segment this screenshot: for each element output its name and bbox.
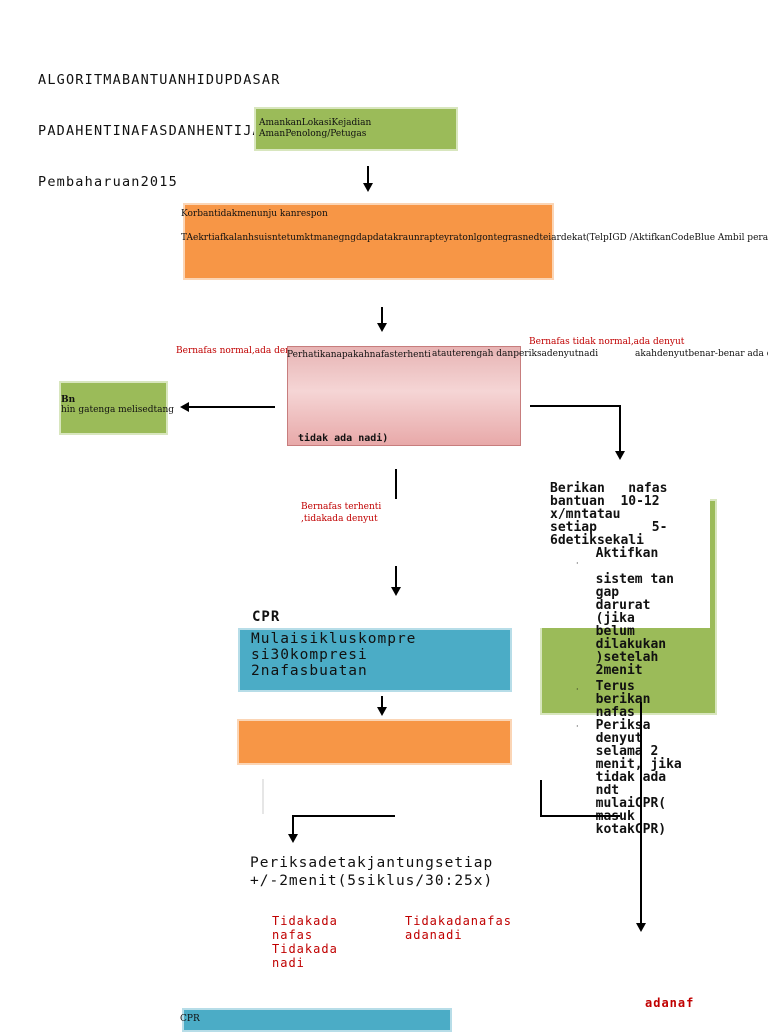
outcome-a3: Tidakada: [272, 942, 338, 956]
arrow-head-6: [377, 707, 387, 716]
outcome-a1: Tidakada: [272, 914, 338, 928]
cpr-heading: CPR: [252, 609, 281, 625]
arrow-breathing-to-monitor: [188, 406, 275, 408]
arrow-head-5: [636, 923, 646, 932]
arrow-right-down: [619, 405, 621, 452]
arrow-head-2: [377, 323, 387, 332]
outcome-a2: nafas: [272, 928, 314, 942]
algorithm-title: ALGORITMABANTUANHIDUPDASAR PADAHENTINAFA…: [38, 38, 309, 208]
rescue-bullet-3: Periksa denyut selama 2 menit, jika tida…: [595, 718, 682, 837]
outcome-no-breath-no-pulse: Tidakada nafas Tidakada nadi: [272, 914, 338, 970]
branch-left-down: [292, 815, 294, 835]
bottom-cpr-label: CPR: [180, 1014, 200, 1024]
monitor-box: Bn hin gatenga melisedtang: [59, 381, 174, 435]
outcome-b2: adanadi: [405, 928, 463, 942]
bottom-cpr-box: [182, 1008, 452, 1032]
label-normal-breathing: Bernafas normal,ada denyut: [176, 346, 306, 356]
outcome-c1: adanaf: [645, 996, 695, 1010]
monitor-line-2: hin gatenga melisedtang: [61, 405, 175, 415]
bullet-dot-2: ·: [576, 685, 579, 694]
response-line-1: Korbantidakmenunju kanrespon: [181, 209, 328, 219]
arrow-cpr-to-aed: [381, 696, 383, 708]
arrow-to-cpr: [395, 566, 397, 588]
rescue-line-3: x/mntatau: [550, 507, 621, 522]
label-no-breathing-2: ,tidakada denyut: [301, 514, 378, 524]
arrow-safety-to-response: [367, 166, 369, 184]
cpr-line-1: Mulaisikluskompre: [251, 631, 417, 647]
title-line-2: PADAHENTINAFASDANHENTIJANTUNG: [38, 123, 309, 139]
arrow-response-to-breathing: [381, 307, 383, 324]
branch-left-line: [292, 815, 395, 817]
cpr-line-2: si30kompresi: [251, 647, 368, 663]
rescue-line-1: Berikan nafas: [550, 481, 668, 496]
rescue-line-5: 6detiksekali: [550, 533, 644, 548]
rescue-bullet-1: Aktifkan sistem tan gap darurat (jika be…: [595, 546, 674, 678]
outcome-b1: Tidakadanafas: [405, 914, 512, 928]
outcome-a4: nadi: [272, 956, 305, 970]
arrow-head-4: [391, 587, 401, 596]
branch-right-line: [540, 815, 620, 817]
label-no-breathing-1: Bernafas terhenti: [301, 502, 382, 512]
arrow-breathing-down: [395, 469, 397, 499]
bullet-dot-1: ·: [576, 559, 579, 568]
arrow-breathing-right: [530, 405, 621, 407]
breathing-line-1: Perhatikanapakahnafasterhenti: [287, 350, 431, 360]
cpr-box: Mulaisikluskompre si30kompresi 2nafasbua…: [238, 628, 512, 692]
safety-line-1: AmankanLokasiKejadian: [259, 118, 372, 128]
arrow-rescue-down: [640, 702, 642, 924]
check-breathing-box: Perhatikanapakahnafasterhenti tidak ada …: [287, 346, 521, 446]
arrow-head-3: [615, 451, 625, 460]
arrow-head-left: [180, 402, 189, 412]
safety-box: AmankanLokasiKejadian AmanPenolong/Petug…: [254, 107, 458, 151]
response-line-2: TAekrtiafkalanhsuisntetumktmanegngdapdat…: [181, 233, 587, 243]
recheck-line-1: Periksadetakjantungsetiap: [250, 855, 494, 871]
safety-line-2: AmanPenolong/Petugas: [259, 129, 367, 139]
check-response-box: [183, 203, 554, 280]
bullet-dot-3: ·: [576, 722, 579, 731]
branch-right-stub: [540, 780, 542, 815]
outcome-no-breath-pulse: Tidakadanafas adanadi: [405, 914, 512, 942]
rescue-line-2: bantuan 10-12: [550, 494, 660, 509]
recheck-line-2: +/-2menit(5siklus/30:25x): [250, 873, 494, 889]
breathing-line-2: atauterengah danperiksadenyutnadi: [432, 349, 599, 359]
response-line-3: (TelpIGD /AktifkanCodeBlue Ambil peralat…: [586, 233, 768, 243]
branch-left-stub: [262, 779, 264, 814]
monitor-line-1: Bn: [61, 395, 76, 405]
arrow-head-7: [288, 834, 298, 843]
rescue-breathing-header-bg: [540, 486, 710, 628]
title-line-1: ALGORITMABANTUANHIDUPDASAR: [38, 72, 281, 88]
cpr-line-3: 2nafasbuatan: [251, 663, 368, 679]
aed-box: [237, 719, 512, 765]
arrow-head-1: [363, 183, 373, 192]
label-abnormal-breathing: Bernafas tidak normal,ada denyut: [529, 337, 685, 347]
breathing-line-3: tidak ada nadi): [298, 433, 389, 444]
title-subtitle: Pembaharuan2015: [38, 174, 178, 190]
rescue-line-4: setiap 5-: [550, 520, 668, 535]
rescue-bullet-2: Terus berikan nafas: [595, 679, 651, 720]
breathing-right-text: akahdenyutbenar-benar ada dala: [635, 349, 768, 359]
